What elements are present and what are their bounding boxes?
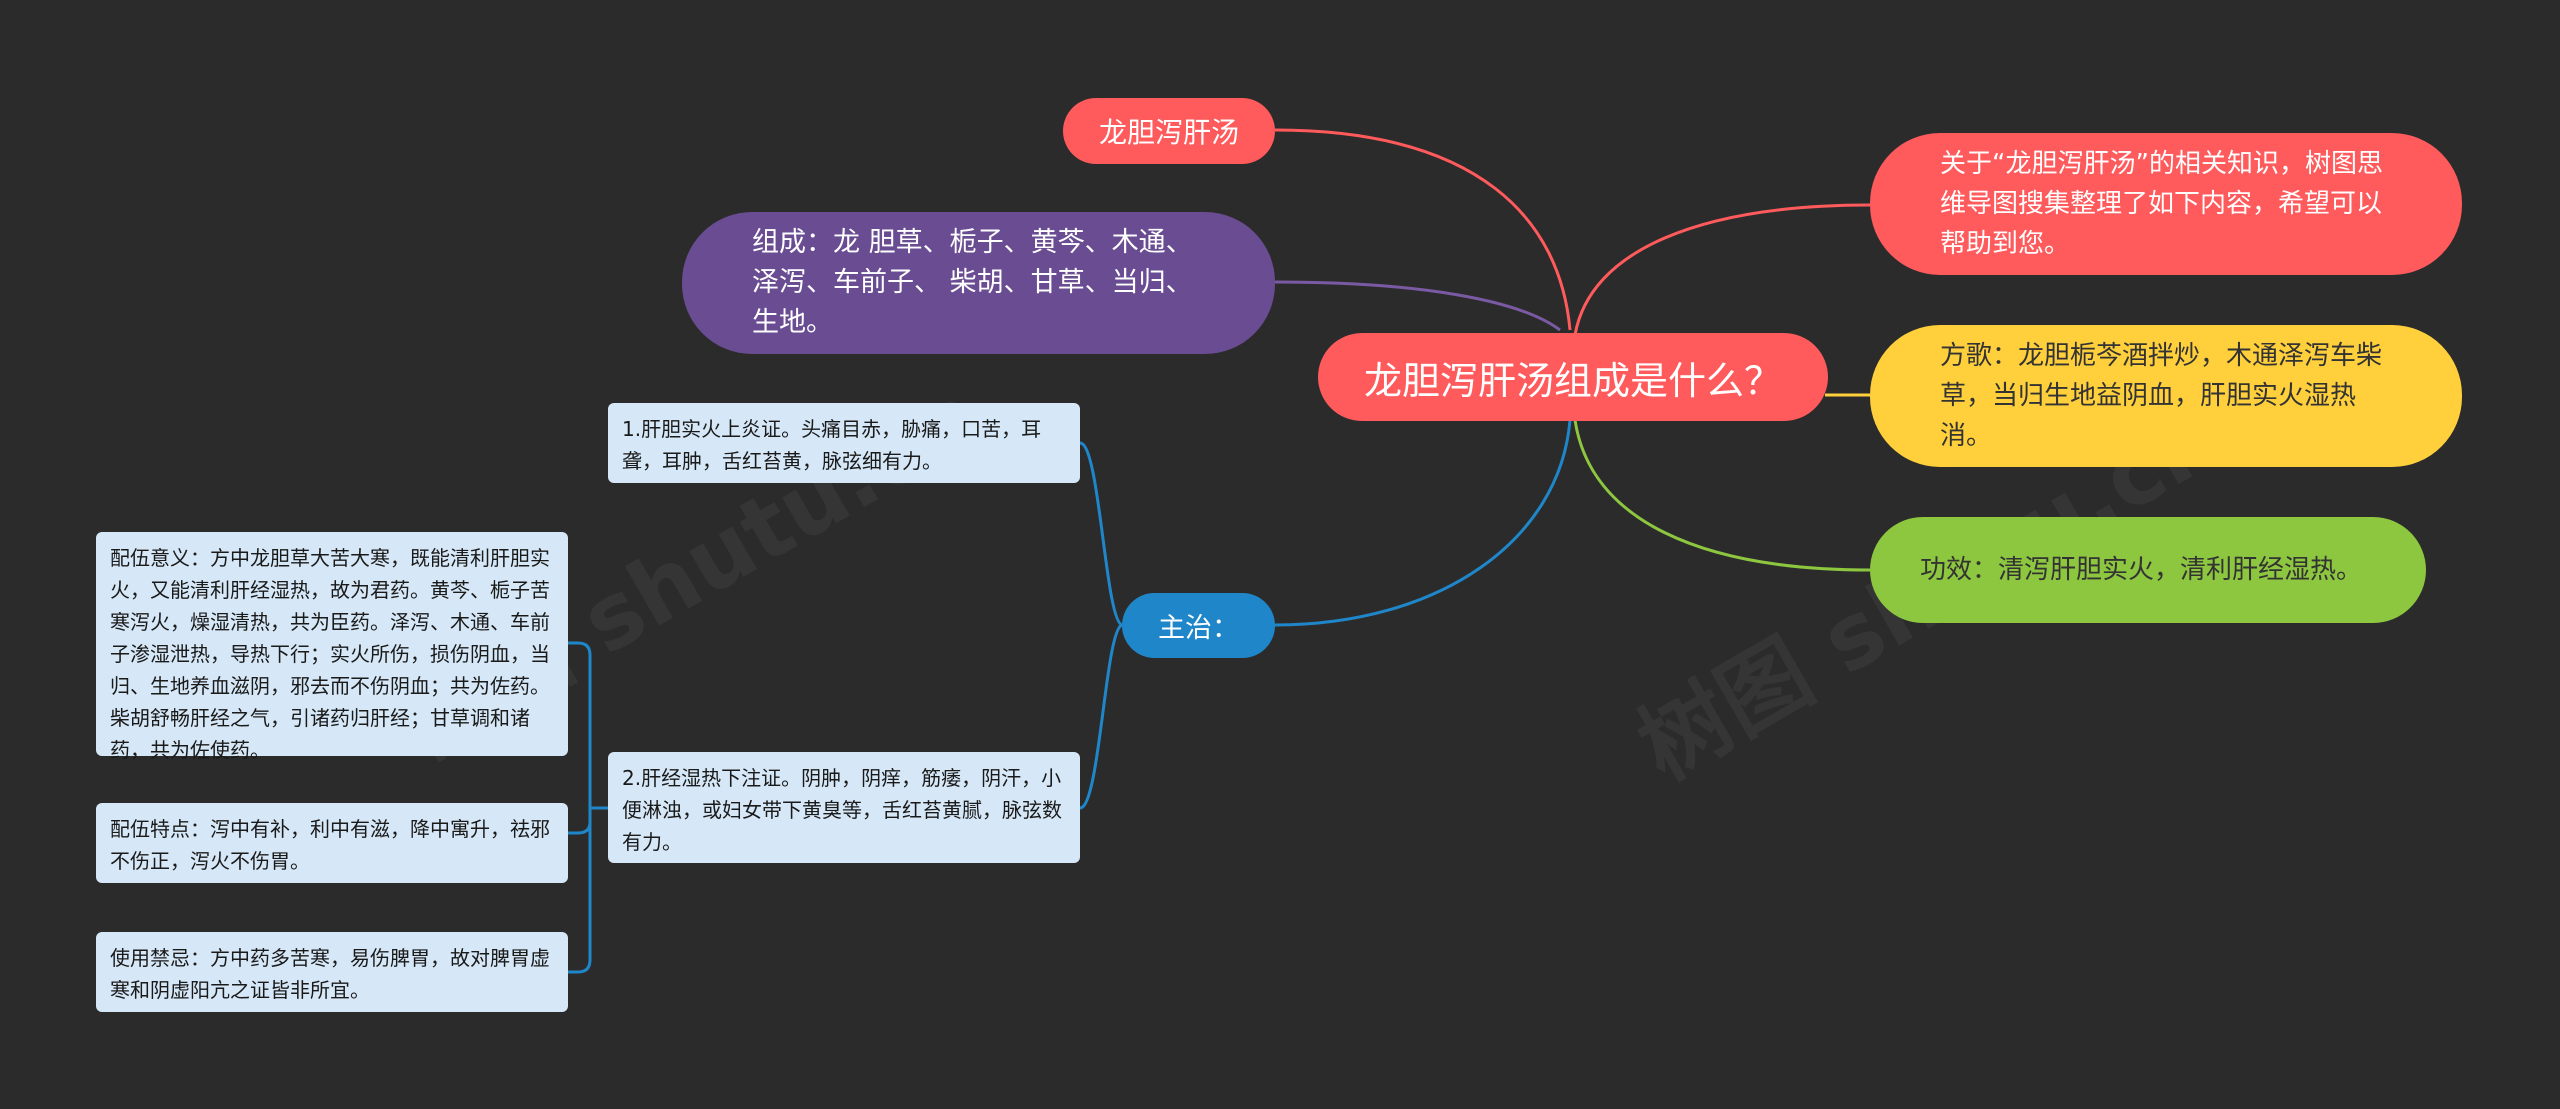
formula-song-label: 方歌：龙胆栀芩酒拌炒，木通泽泻车柴草，当归生地益阴血，肝胆实火湿热消。 [1940, 341, 2383, 451]
efficacy-node[interactable]: 功效：清泻肝胆实火，清利肝经湿热。 [1870, 517, 2426, 623]
detail-card-text: 配伍意义：方中龙胆草大苦大寒，既能清利肝胆实火，又能清利肝经湿热，故为君药。黄芩… [110, 546, 550, 762]
detail-card-contraindications[interactable]: 使用禁忌：方中药多苦寒，易伤脾胃，故对脾胃虚寒和阴虚阳亢之证皆非所宜。 [96, 932, 568, 1012]
indication-item[interactable]: 1.肝胆实火上炎证。头痛目赤，胁痛，口苦，耳聋，耳肿，舌红苔黄，脉弦细有力。 [608, 403, 1080, 483]
detail-card-compatibility-meaning[interactable]: 配伍意义：方中龙胆草大苦大寒，既能清利肝胆实火，又能清利肝经湿热，故为君药。黄芩… [96, 532, 568, 762]
link-title [1274, 128, 1572, 331]
title-node-label: 龙胆泻肝汤 [1098, 116, 1239, 149]
indication-item[interactable]: 2.肝经湿热下注证。阴肿，阴痒，筋痿，阴汗，小便淋浊，或妇女带下黄臭等，舌红苔黄… [608, 752, 1080, 863]
detail-card-compatibility-features[interactable]: 配伍特点：泻中有补，利中有滋，降中寓升，祛邪不伤正，泻火不伤胃。 [96, 803, 568, 883]
link-details [568, 641, 608, 810]
central-topic[interactable]: 龙胆泻肝汤组成是什么？ [1318, 333, 1828, 421]
composition-label: 组成：龙 胆草、栀子、黄芩、木通、泽泻、车前子、 柴胡、甘草、当归、生地。 [752, 227, 1193, 338]
efficacy-label: 功效：清泻肝胆实火，清利肝经湿热。 [1920, 555, 2363, 585]
link-indications [1274, 419, 1572, 627]
indications-label: 主治： [1158, 613, 1239, 644]
link-composition [1274, 280, 1561, 332]
indication-item-text: 1.肝胆实火上炎证。头痛目赤，胁痛，口苦，耳聋，耳肿，舌红苔黄，脉弦细有力。 [622, 417, 1042, 473]
intro-label: 关于“龙胆泻肝汤”的相关知识，树图思维导图搜集整理了如下内容，希望可以帮助到您。 [1940, 149, 2383, 259]
detail-card-text: 使用禁忌：方中药多苦寒，易伤脾胃，故对脾胃虚寒和阴虚阳亢之证皆非所宜。 [110, 946, 550, 1002]
link-item-1 [1079, 441, 1124, 627]
formula-song-node[interactable]: 方歌：龙胆栀芩酒拌炒，木通泽泻车柴草，当归生地益阴血，肝胆实火湿热消。 [1870, 325, 2462, 467]
intro-node[interactable]: 关于“龙胆泻肝汤”的相关知识，树图思维导图搜集整理了如下内容，希望可以帮助到您。 [1870, 133, 2462, 275]
link-intro [1573, 203, 1871, 336]
link-effect [1573, 419, 1871, 572]
indication-item-text: 2.肝经湿热下注证。阴肿，阴痒，筋痿，阴汗，小便淋浊，或妇女带下黄臭等，舌红苔黄… [622, 766, 1062, 854]
detail-card-text: 配伍特点：泻中有补，利中有滋，降中寓升，祛邪不伤正，泻火不伤胃。 [110, 817, 550, 873]
central-topic-label: 龙胆泻肝汤组成是什么？ [1363, 358, 1782, 403]
title-node[interactable]: 龙胆泻肝汤 [1063, 98, 1275, 164]
composition-node[interactable]: 组成：龙 胆草、栀子、黄芩、木通、泽泻、车前子、 柴胡、甘草、当归、生地。 [682, 212, 1275, 354]
link-item-2 [1079, 623, 1124, 810]
indications-node[interactable]: 主治： [1122, 593, 1275, 658]
